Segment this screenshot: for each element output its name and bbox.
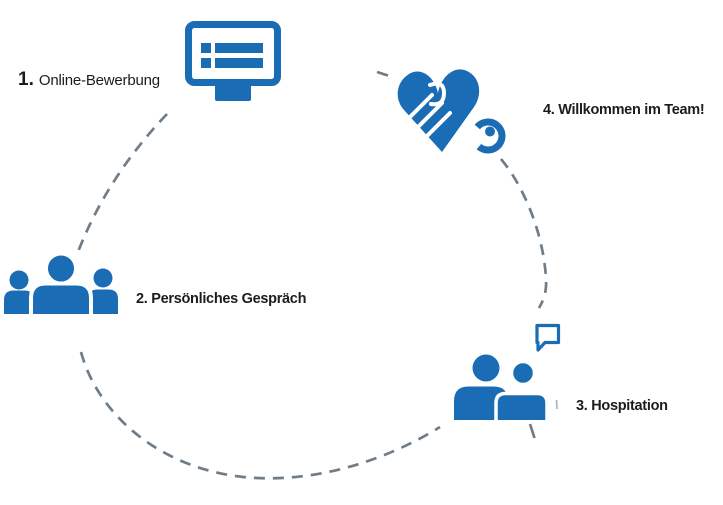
arc-fragment-left-of-label3: [555, 399, 558, 410]
step-3-text: Hospitation: [591, 398, 668, 414]
step-1-text: Online-Bewerbung: [38, 72, 160, 89]
step-3-label: 3. Hospitation: [576, 398, 668, 415]
form-line-1: [215, 43, 263, 53]
step-1-label: 1. Online-Bewerbung: [18, 69, 160, 91]
arc-step1-to-step2: [76, 113, 168, 253]
center-person-head: [44, 252, 78, 286]
back-person-head: [472, 354, 500, 382]
swoosh-ring: [470, 118, 506, 154]
arc-step4-to-step3: [499, 158, 548, 309]
step-2-label: 2. Persönliches Gespräch: [136, 291, 306, 308]
monitor-frame: [185, 21, 281, 86]
form-bullet-1: [201, 43, 211, 53]
handshake-hands: [397, 69, 480, 152]
monitor-form-icon: [185, 21, 281, 101]
left-person-body: [4, 290, 34, 314]
speech-bubble: [535, 323, 561, 352]
handshake-heart-icon: [397, 69, 506, 154]
right-person-body: [88, 289, 118, 314]
arc-fragment-top: [376, 70, 389, 77]
center-person-body: [29, 281, 93, 314]
right-person-head: [93, 268, 113, 288]
step-3-number: 3.: [576, 398, 588, 414]
step-2-text: Persönliches Gespräch: [151, 291, 307, 307]
left-person-head: [9, 270, 29, 290]
step-4-number: 4.: [543, 102, 555, 118]
front-person-body: [494, 391, 549, 420]
people-group-icon: [4, 252, 118, 314]
arc-step2-to-step3: [79, 351, 441, 480]
step-4-label: 4. Willkommen im Team!: [543, 102, 705, 119]
form-line-2: [215, 58, 263, 68]
thumb-gap: [428, 81, 447, 107]
two-people-speech-bubble-icon: [454, 323, 561, 420]
form-bullet-2: [201, 58, 211, 68]
front-person-head: [509, 359, 537, 387]
step-4-text: Willkommen im Team!: [558, 102, 705, 118]
swoosh-dot: [485, 126, 495, 137]
step-1-number: 1.: [18, 69, 34, 90]
finger-gaps: [408, 93, 452, 139]
arc-fragment-below-step3: [528, 423, 536, 439]
step-2-number: 2.: [136, 291, 148, 307]
